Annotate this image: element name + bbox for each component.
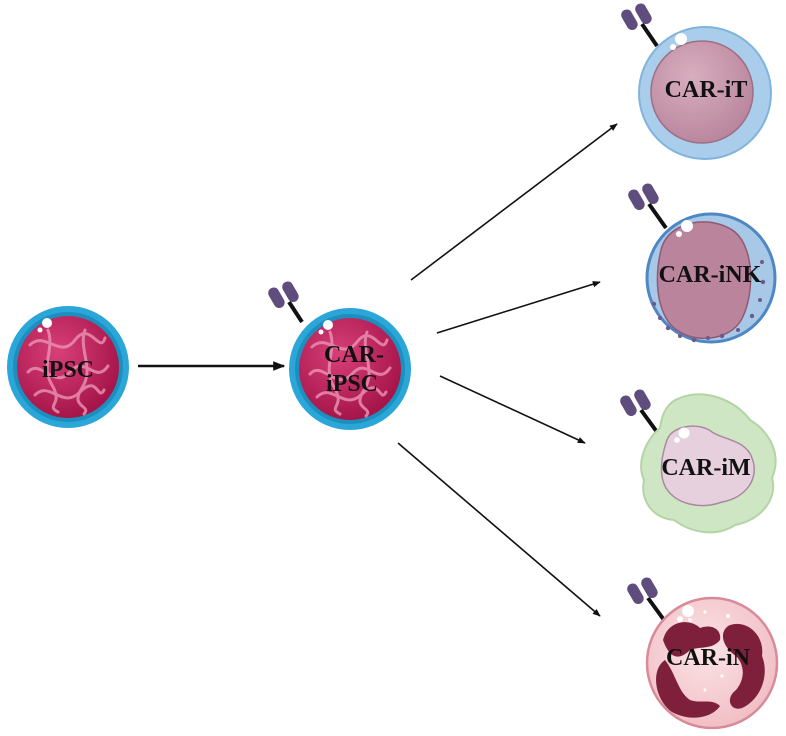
arrows	[138, 123, 618, 617]
car-in-cell: CAR-iN	[627, 577, 779, 730]
arrow-to-car-in	[397, 442, 601, 617]
car-ipsc-label-line1: CAR-	[324, 342, 384, 368]
lobed-nucleus	[656, 622, 765, 718]
car-it-cell: CAR-iT	[621, 3, 772, 160]
car-im-cell: CAR-iM	[620, 389, 777, 534]
arrow-to-car-it	[410, 123, 618, 281]
ipsc-label: iPSC	[42, 357, 94, 383]
car-receptor-icon	[628, 183, 668, 230]
chromatin-pattern	[308, 330, 392, 418]
car-it-label: CAR-iT	[665, 77, 748, 103]
car-im-label: CAR-iM	[661, 455, 750, 481]
car-ink-label: CAR-iNK	[659, 262, 762, 288]
car-receptor-icon	[620, 389, 659, 434]
car-receptor-icon	[627, 577, 666, 622]
car-in-label: CAR-iN	[666, 645, 751, 671]
arrow-to-car-ink	[436, 281, 601, 334]
granule-dots	[651, 260, 766, 343]
car-receptor-icon	[268, 281, 304, 324]
car-ipsc-label-line2: iPSC	[326, 371, 378, 397]
car-ink-cell: CAR-iNK	[628, 183, 777, 344]
car-ipsc-cell: CAR- iPSC	[268, 281, 411, 430]
arrow-to-car-im	[439, 375, 586, 444]
ipsc-cell: iPSC	[7, 306, 129, 428]
car-receptor-icon	[621, 3, 659, 48]
chromatin-pattern	[26, 328, 110, 416]
